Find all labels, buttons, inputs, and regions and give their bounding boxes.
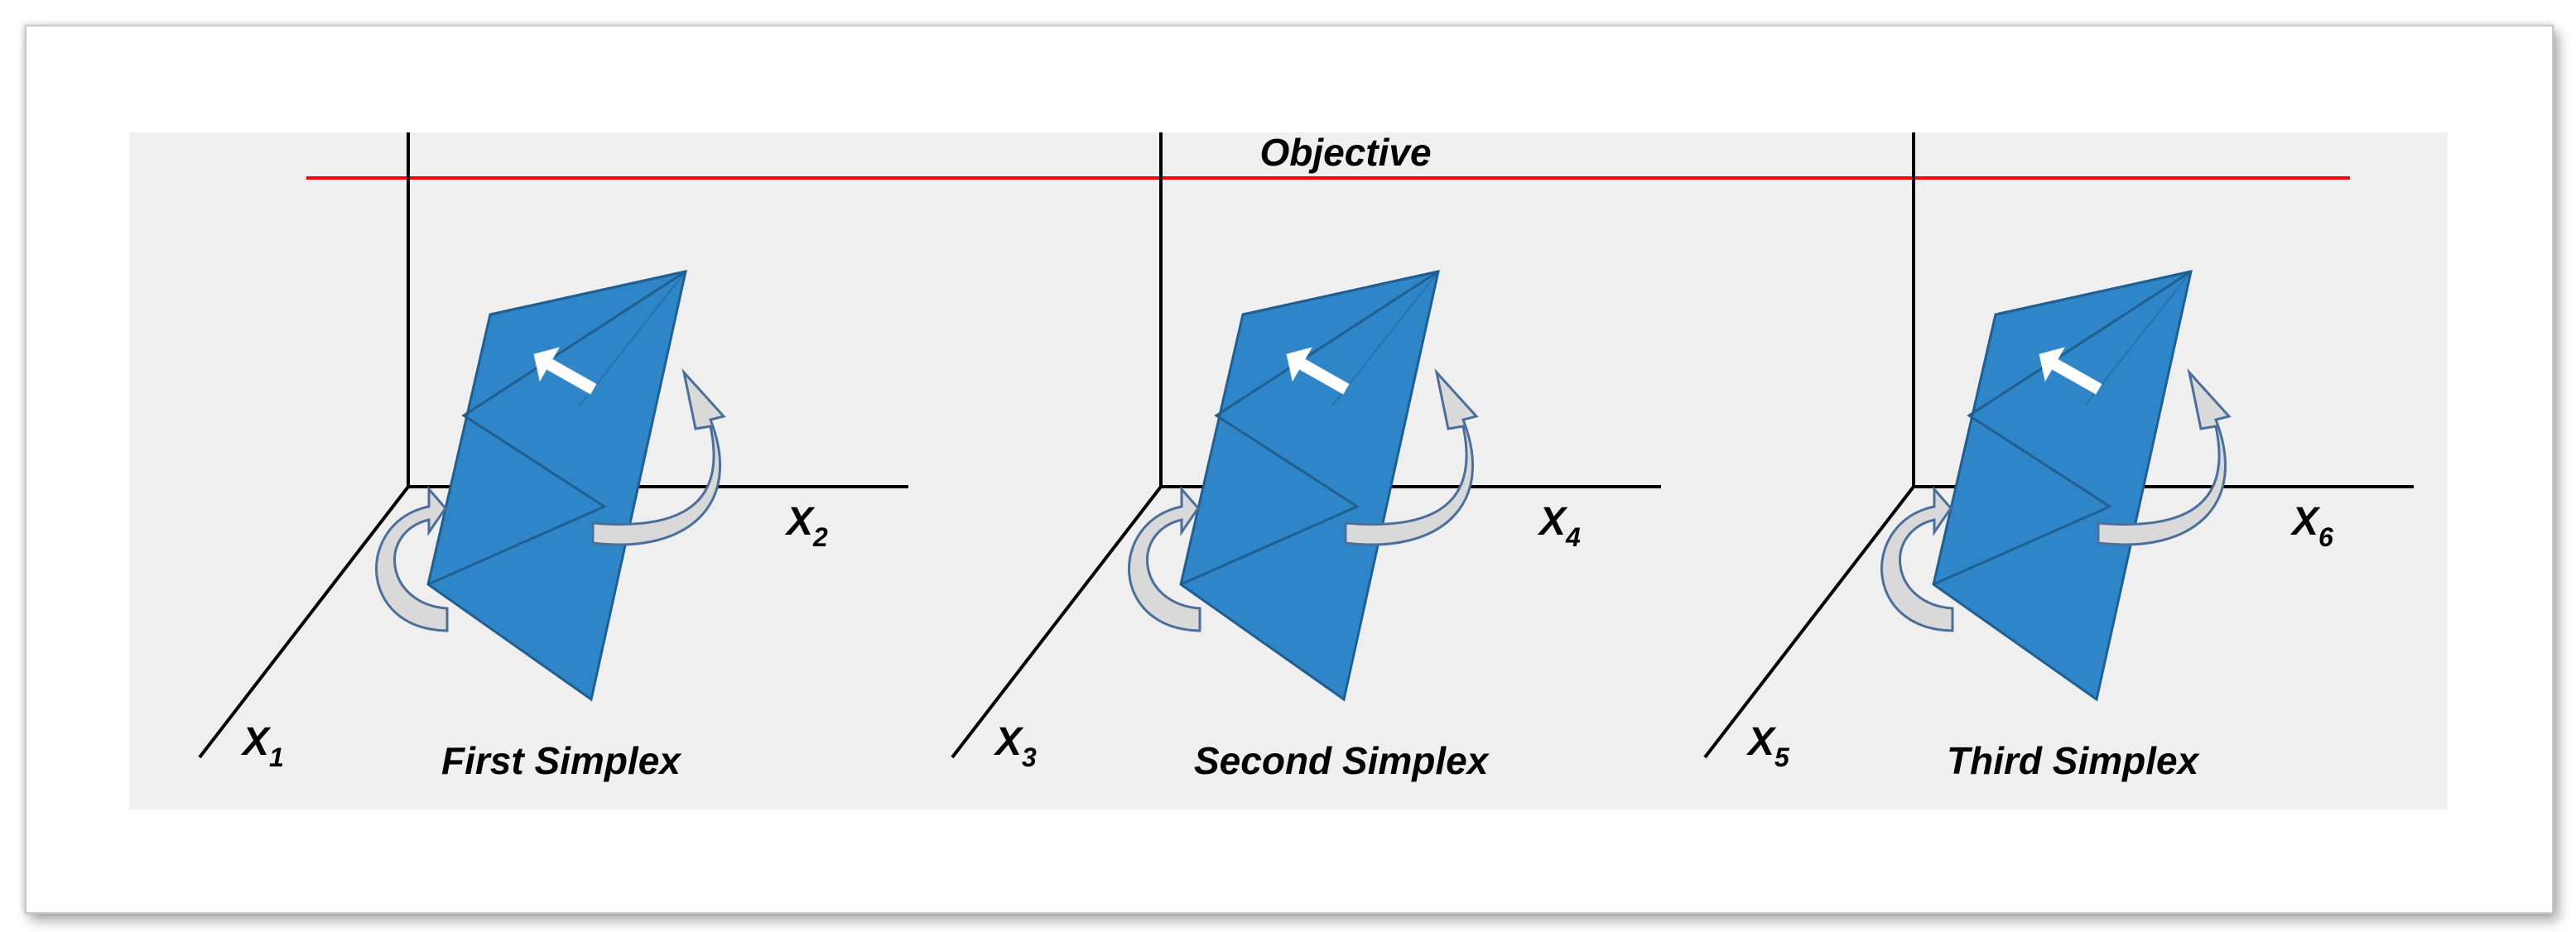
rotate-right-arrow-icon	[1344, 368, 1479, 546]
depth-axis	[951, 485, 1163, 759]
simplex-1	[426, 270, 687, 702]
simplex-3	[1932, 270, 2193, 702]
rotate-left-arrow-icon	[1128, 485, 1201, 632]
rotate-left-arrow-icon	[1880, 485, 1954, 632]
rotate-right-arrow-icon	[2097, 368, 2232, 546]
simplex-group-3: X6 X5 Third Simplex	[1703, 132, 2414, 782]
axis-label-x3: X3	[993, 720, 1037, 772]
axis-label-x1: X1	[240, 720, 284, 772]
direction-arrow-icon	[533, 347, 597, 395]
rotate-right-arrow-icon	[591, 368, 726, 546]
simplex-title-1: First Simplex	[441, 739, 682, 782]
depth-axis	[198, 485, 410, 759]
axis-label-x2: X2	[784, 500, 828, 552]
axis-label-x6: X6	[2290, 500, 2333, 552]
depth-axis	[1703, 485, 1915, 759]
axis-label-x4: X4	[1537, 500, 1581, 552]
simplex-group-1: X2 X1 First Simplex	[198, 132, 908, 782]
simplex-title-3: Third Simplex	[1947, 739, 2201, 782]
simplex-title-2: Second Simplex	[1194, 739, 1490, 782]
axis-label-x5: X5	[1745, 720, 1790, 772]
simplex-group-2: X4 X3 Second Simplex	[951, 132, 1661, 782]
direction-arrow-icon	[1286, 347, 1350, 395]
rotate-left-arrow-icon	[375, 485, 449, 632]
direction-arrow-icon	[2039, 347, 2102, 395]
objective-label: Objective	[1259, 131, 1431, 174]
simplex-2	[1179, 270, 1440, 702]
